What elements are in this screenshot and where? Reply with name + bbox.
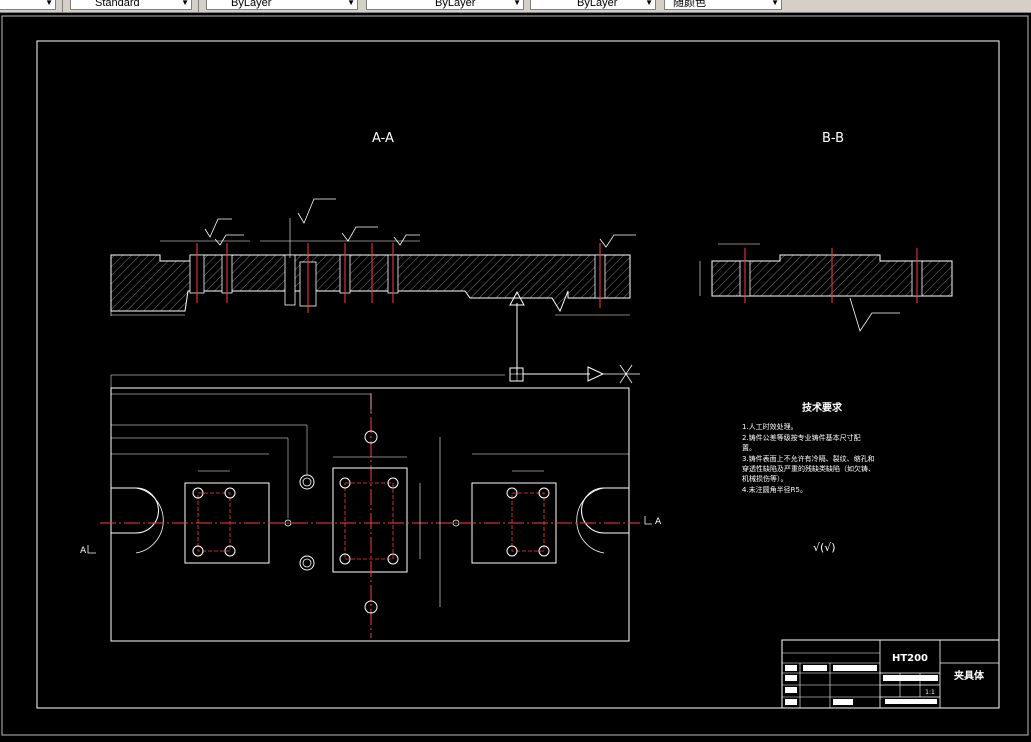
- drawing-frame: [36, 40, 1000, 709]
- drawing-canvas[interactable]: A-A B-B: [0, 13, 1031, 738]
- chevron-down-icon: ▼: [771, 0, 779, 7]
- plan-view: [100, 374, 640, 642]
- plot-style-value: 随颜色: [673, 0, 706, 9]
- tech-line-3: 置。: [742, 444, 756, 452]
- chevron-down-icon: ▼: [181, 0, 189, 7]
- chevron-down-icon: ▼: [645, 0, 653, 7]
- properties-toolbar: ▼ Standard ▼ ByLayer ▼ ByLayer ▼ ByLayer…: [0, 0, 1031, 13]
- tech-line-1: 1.人工时效处理。: [742, 422, 798, 431]
- lineweight-combo[interactable]: ByLayer ▼: [530, 0, 656, 10]
- tech-line-7: 4.未注圆角半径R5。: [742, 485, 807, 494]
- prev-combo[interactable]: ▼: [0, 0, 56, 10]
- lineweight-value: ByLayer: [577, 0, 618, 9]
- section-bb-view: [699, 243, 953, 332]
- scale-label: 1:1: [925, 689, 935, 696]
- tech-line-5: 穿透性缺陷及严重的残缺类缺陷（如欠铸、: [742, 464, 875, 473]
- title-block: HT200 夹具体 1:1: [781, 639, 1000, 709]
- chevron-down-icon: ▼: [45, 0, 53, 7]
- text-style-combo[interactable]: Standard ▼: [70, 0, 192, 10]
- tech-requirements: 技术要求 1.人工时效处理。 2.铸件公差等级按专业铸件基本尺寸配 置。 3.铸…: [742, 401, 875, 554]
- sheet-edge: [1, 15, 1029, 736]
- linetype-value: ByLayer: [435, 0, 476, 9]
- material-label: HT200: [892, 653, 928, 664]
- tech-title: 技术要求: [802, 401, 843, 414]
- section-aa-view: [110, 198, 640, 384]
- chevron-down-icon: ▼: [513, 0, 521, 7]
- plot-style-combo[interactable]: 随颜色 ▼: [664, 0, 782, 10]
- linetype-combo[interactable]: ByLayer ▼: [366, 0, 524, 10]
- text-style-value: Standard: [95, 0, 140, 9]
- part-name: 夹具体: [954, 669, 985, 682]
- section-marker-right: A: [655, 517, 662, 527]
- toolbar-divider: [62, 0, 63, 12]
- section-aa-label: A-A: [372, 131, 394, 146]
- roughness-note: √(√): [813, 541, 836, 554]
- layer-combo[interactable]: ByLayer ▼: [206, 0, 358, 10]
- chevron-down-icon: ▼: [347, 0, 355, 7]
- layer-value: ByLayer: [231, 0, 272, 9]
- tech-line-6: 机械损伤等）。: [742, 474, 788, 483]
- toolbar-divider: [198, 0, 199, 12]
- tech-line-2: 2.铸件公差等级按专业铸件基本尺寸配: [742, 433, 861, 442]
- tech-line-4: 3.铸件表面上不允许有冷隔、裂纹、缩孔和: [742, 454, 875, 463]
- section-marker-left: A: [80, 546, 87, 556]
- section-bb-label: B-B: [822, 131, 844, 146]
